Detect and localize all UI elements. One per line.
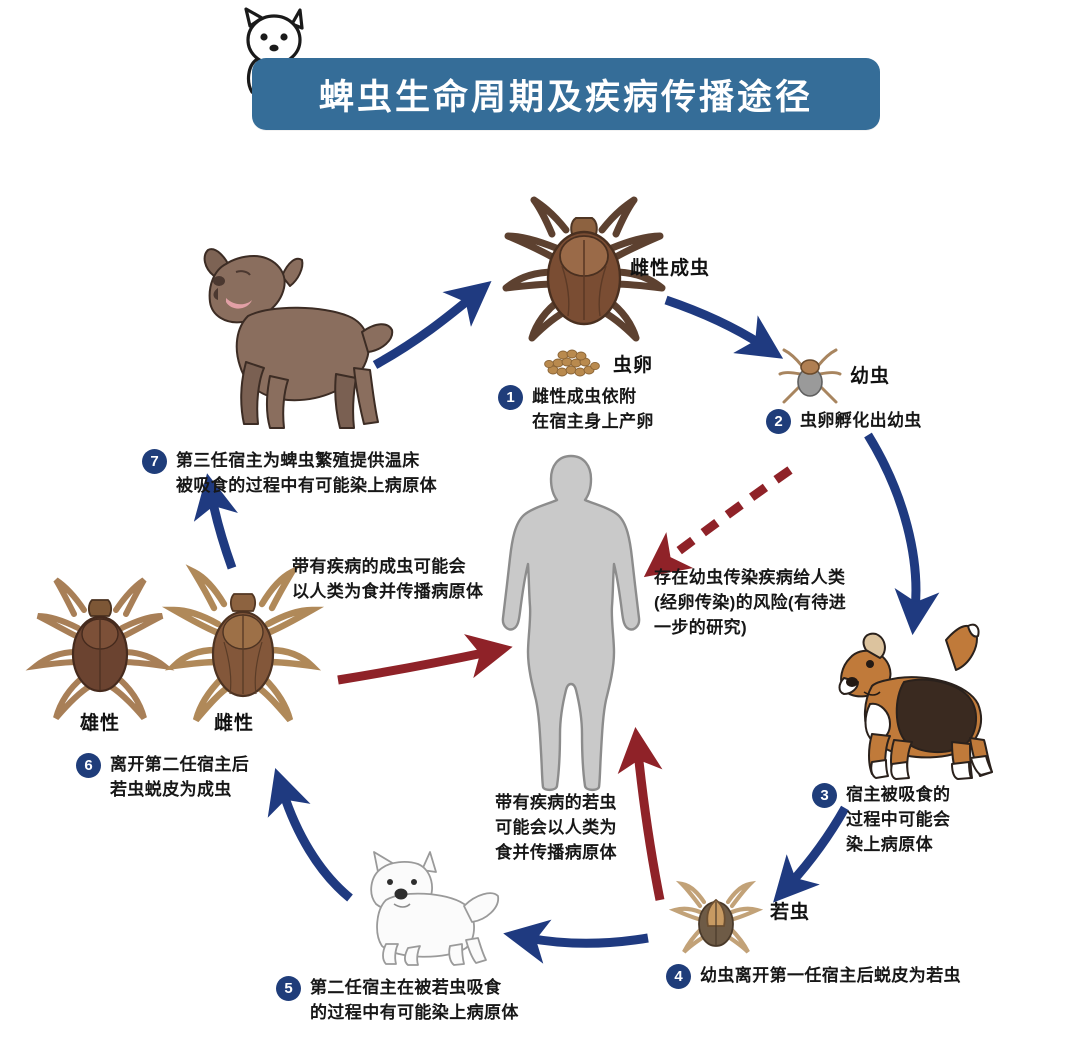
label-female-tick: 雌性 bbox=[214, 713, 255, 734]
step-7-number: 7 bbox=[142, 449, 167, 474]
step-5-line-2: 的过程中有可能染上病原体 bbox=[310, 1003, 519, 1022]
beagle-dog-icon bbox=[838, 623, 993, 780]
step-1-line-2: 在宿主身上产卵 bbox=[532, 412, 654, 431]
note-nymph-line-2: 可能会以人类为 bbox=[495, 818, 617, 837]
step-7-line-2: 被吸食的过程中有可能染上病原体 bbox=[176, 476, 437, 495]
step-3-line-2: 过程中可能会 bbox=[846, 810, 951, 829]
male-adult-tick-icon bbox=[25, 577, 175, 720]
label-eggs: 虫卵 bbox=[613, 355, 654, 376]
page-title: 蜱虫生命周期及疾病传播途径 bbox=[318, 77, 813, 117]
arrow-adult-to-human bbox=[337, 634, 513, 685]
title-banner: 蜱虫生命周期及疾病传播途径 bbox=[252, 58, 880, 130]
label-female-adult: 雌性成虫 bbox=[630, 258, 711, 279]
brown-labrador-icon bbox=[203, 248, 394, 429]
human-silhouette-icon bbox=[501, 454, 641, 792]
arrow-adult-to-larva bbox=[664, 295, 784, 359]
step-3-line-1: 宿主被吸食的 bbox=[846, 785, 951, 804]
step-1: 1 雌性成虫依附 在宿主身上产卵 bbox=[498, 384, 708, 434]
step-5-line-1: 第二任宿主在被若虫吸食 bbox=[310, 978, 502, 997]
note-nymph-line-3: 食并传播病原体 bbox=[495, 843, 617, 862]
step-2: 2 虫卵孵化出幼虫 bbox=[766, 408, 1016, 434]
note-adult-to-human: 带有疾病的成虫可能会 以人类为食并传播病原体 bbox=[292, 554, 532, 604]
step-3: 3 宿主被吸食的 过程中可能会 染上病原体 bbox=[812, 782, 1012, 857]
step-5-text: 第二任宿主在被若虫吸食 的过程中有可能染上病原体 bbox=[310, 975, 519, 1025]
note-adult-line-1: 带有疾病的成虫可能会 bbox=[292, 557, 466, 576]
tick-eggs-icon bbox=[544, 349, 600, 377]
tick-larva-icon bbox=[778, 348, 842, 404]
step-4-text: 幼虫离开第一任宿主后蜕皮为若虫 bbox=[700, 963, 961, 988]
step-1-line-1: 雌性成虫依附 bbox=[532, 387, 637, 406]
arrow-larva-to-human-dashed bbox=[643, 466, 793, 578]
arrow-nymph-to-westie bbox=[503, 919, 649, 964]
note-larva-line-2: (经卵传染)的风险(有待进 bbox=[654, 593, 847, 612]
female-adult-tick-icon bbox=[161, 564, 325, 723]
step-6: 6 离开第二任宿主后 若虫蜕皮为成虫 bbox=[76, 752, 326, 802]
arrow-westie-to-adults bbox=[267, 768, 353, 902]
label-nymph: 若虫 bbox=[770, 902, 811, 923]
step-5: 5 第二任宿主在被若虫吸食 的过程中有可能染上病原体 bbox=[276, 975, 606, 1025]
note-nymph-to-human: 带有疾病的若虫 可能会以人类为 食并传播病原体 bbox=[466, 790, 646, 865]
note-nymph-line-1: 带有疾病的若虫 bbox=[495, 793, 617, 812]
step-3-text: 宿主被吸食的 过程中可能会 染上病原体 bbox=[846, 782, 950, 857]
step-6-line-2: 若虫蜕皮为成虫 bbox=[110, 780, 232, 799]
step-5-number: 5 bbox=[276, 976, 301, 1001]
white-terrier-icon bbox=[370, 851, 499, 966]
step-2-number: 2 bbox=[766, 409, 791, 434]
label-larva: 幼虫 bbox=[850, 366, 891, 387]
step-3-number: 3 bbox=[812, 783, 837, 808]
note-adult-line-2: 以人类为食并传播病原体 bbox=[292, 582, 484, 601]
step-6-line-1: 离开第二任宿主后 bbox=[110, 755, 250, 774]
arrow-adults-to-dog bbox=[193, 473, 238, 570]
step-3-line-3: 染上病原体 bbox=[846, 835, 933, 854]
step-7-text: 第三任宿主为蜱虫繁殖提供温床 被吸食的过程中有可能染上病原体 bbox=[176, 448, 437, 498]
label-male-tick: 雄性 bbox=[80, 713, 121, 734]
step-2-line-1: 虫卵孵化出幼虫 bbox=[800, 411, 922, 430]
female-adult-tick-icon bbox=[502, 196, 666, 342]
step-6-number: 6 bbox=[76, 753, 101, 778]
step-4-line-1: 幼虫离开第一任宿主后蜕皮为若虫 bbox=[700, 966, 961, 985]
note-larva-line-3: 一步的研究) bbox=[654, 618, 748, 637]
step-4: 4 幼虫离开第一任宿主后蜕皮为若虫 bbox=[666, 963, 1026, 989]
tick-nymph-icon bbox=[668, 880, 764, 954]
step-7: 7 第三任宿主为蜱虫繁殖提供温床 被吸食的过程中有可能染上病原体 bbox=[142, 448, 542, 498]
note-larva-to-human: 存在幼虫传染疾病给人类 (经卵传染)的风险(有待进 一步的研究) bbox=[654, 565, 944, 640]
step-6-text: 离开第二任宿主后 若虫蜕皮为成虫 bbox=[110, 752, 249, 802]
step-4-number: 4 bbox=[666, 964, 691, 989]
step-2-text: 虫卵孵化出幼虫 bbox=[800, 408, 922, 433]
step-7-line-1: 第三任宿主为蜱虫繁殖提供温床 bbox=[176, 451, 420, 470]
step-1-number: 1 bbox=[498, 385, 523, 410]
note-larva-line-1: 存在幼虫传染疾病给人类 bbox=[654, 568, 846, 587]
step-1-text: 雌性成虫依附 在宿主身上产卵 bbox=[532, 384, 654, 434]
